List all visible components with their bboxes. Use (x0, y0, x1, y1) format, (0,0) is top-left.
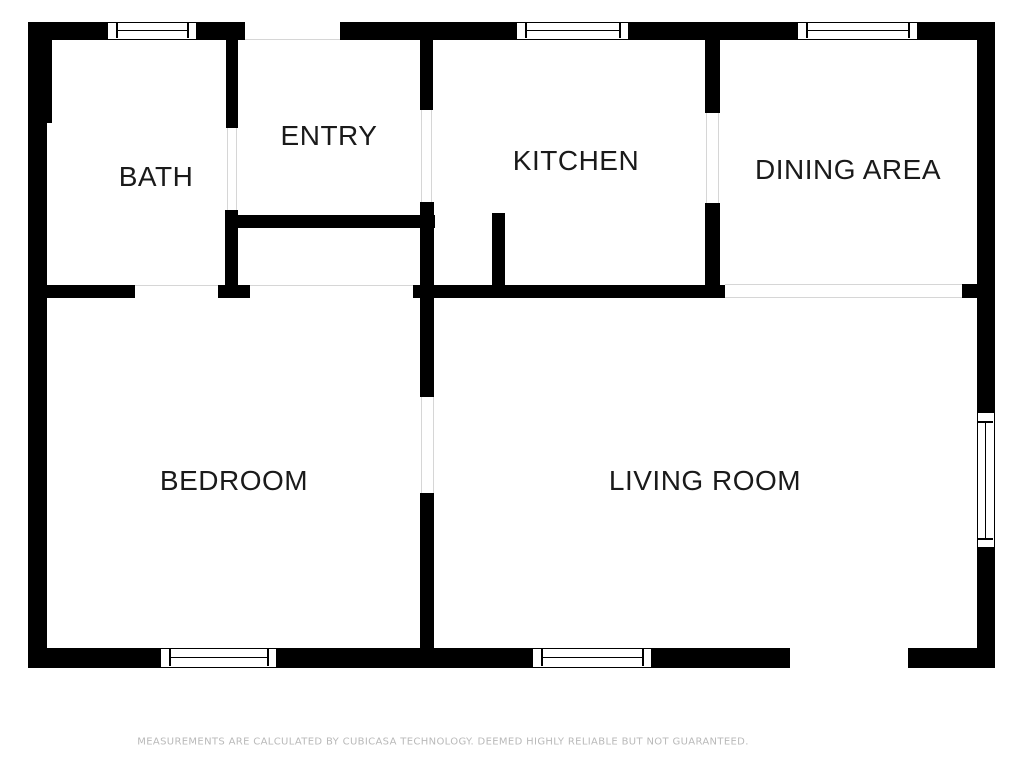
wall-bath-south-wall (47, 285, 135, 298)
window-sash-line (978, 538, 993, 540)
entry-kitchen-door-edge-left (421, 110, 422, 202)
front-door-opening (245, 39, 340, 40)
wall-left-wall-upper (28, 22, 52, 123)
dining-living-opening-top (725, 284, 962, 285)
room-label-bedroom: BEDROOM (159, 465, 309, 496)
window-sash-line (267, 649, 269, 666)
wall-right-wall-lower (977, 548, 995, 668)
wall-bottom-wall-right (908, 648, 995, 668)
living-east-window-window-icon (977, 412, 995, 548)
wall-kitchen-dining-divider-lower (705, 203, 720, 298)
living-south-window-window-icon (532, 648, 652, 668)
window-sash-line (525, 29, 619, 32)
dining-living-opening-bottom (725, 297, 962, 298)
room-label-dining-area: DINING AREA (755, 154, 941, 185)
window-sash-line (619, 23, 621, 38)
wall-top-wall-between-windows (629, 22, 797, 40)
room-label-bath: BATH (118, 161, 194, 192)
wall-right-wall-upper (977, 22, 995, 412)
wall-left-wall-lower (28, 123, 47, 668)
window-sash-line (116, 29, 187, 32)
wall-bath-door-stub (218, 285, 250, 298)
wall-top-wall-right-of-bath-window (197, 22, 245, 40)
window-sash-line (984, 421, 987, 538)
window-sash-line (908, 23, 910, 38)
wall-kitchen-dining-divider-upper (705, 38, 720, 113)
wall-bottom-wall-left (28, 648, 160, 668)
wall-entry-kitchen-divider (420, 40, 433, 110)
wall-dining-opening-stub (962, 284, 977, 298)
bedroom-north-opening (250, 285, 413, 286)
window-sash-line (169, 656, 267, 659)
wall-top-wall-left-of-kitchen-window (340, 22, 516, 40)
bath-door-edge-left (227, 128, 228, 210)
room-label-entry: ENTRY (280, 120, 378, 151)
window-sash-line (541, 656, 642, 659)
kitchen-window-window-icon (516, 22, 629, 40)
bedroom-door-edge-left (421, 397, 422, 493)
wall-bottom-wall-center (277, 648, 532, 668)
room-label-kitchen: KITCHEN (512, 145, 640, 176)
dining-window-window-icon (797, 22, 918, 40)
bedroom-door-edge-right (433, 397, 434, 493)
window-sash-line (187, 23, 189, 38)
bath-door-edge-right (236, 128, 237, 210)
kitchen-dining-door-edge-right (718, 113, 719, 203)
wall-closet-stub (492, 213, 505, 285)
bath-window-window-icon (107, 22, 197, 40)
wall-center-divider-upper (420, 202, 434, 397)
window-sash-line (642, 649, 644, 666)
window-sash-line (806, 29, 908, 32)
wall-bath-entry-divider-upper (226, 38, 238, 128)
wall-center-divider-lower (420, 493, 434, 648)
bedroom-window-window-icon (160, 648, 277, 668)
wall-bath-entry-divider-lower (225, 210, 238, 285)
wall-bottom-wall-right-of-window (652, 648, 790, 668)
entry-kitchen-door-edge-right (431, 110, 432, 202)
room-label-living-room: LIVING ROOM (608, 465, 802, 496)
wall-top-wall-right-of-dining-window (918, 22, 995, 40)
kitchen-dining-door-edge-left (706, 113, 707, 203)
bath-bedroom-opening (135, 285, 218, 286)
wall-hall-south-wall (413, 285, 725, 298)
disclaimer-text: MEASUREMENTS ARE CALCULATED BY CUBICASA … (137, 736, 749, 748)
wall-entry-south-wall (225, 215, 435, 228)
